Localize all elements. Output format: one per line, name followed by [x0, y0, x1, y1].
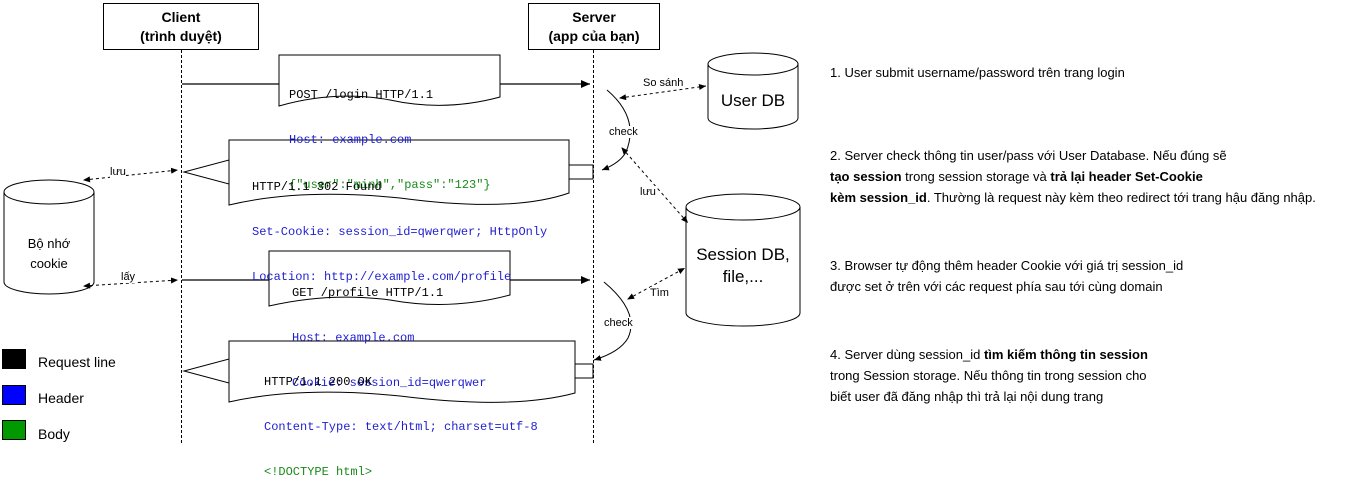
check-label-1: check: [609, 126, 638, 138]
get-cookie-label: lấy: [121, 271, 136, 283]
client-title: Client: [161, 8, 201, 25]
save-cookie-connector: [83, 167, 179, 183]
check-curve-2: [593, 281, 632, 361]
legend-swatch-header: [2, 385, 26, 405]
step2-bold-session-id: kèm session_id: [830, 190, 927, 205]
step2-note: 2. Server check thông tin user/pass với …: [830, 145, 1316, 208]
step2-bold-create-session: tạo session: [830, 169, 902, 184]
user-db-cylinder: [707, 52, 799, 130]
cookie-store-label: Bộ nhớ cookie: [4, 234, 94, 274]
legend-swatch-body: [2, 420, 26, 440]
server-lifeline: [593, 50, 594, 443]
step2-line1: 2. Server check thông tin user/pass với …: [830, 148, 1227, 163]
redirect-location-header: Location: http://example.com/profile: [252, 270, 512, 284]
ok-status-line: HTTP/1.1 200 OK: [264, 375, 373, 389]
diagram-canvas: [3, 52, 801, 403]
login-request-line: POST /login HTTP/1.1: [289, 88, 434, 102]
redirect-response-document: [228, 139, 570, 206]
cookie-store-cylinder: [3, 179, 95, 295]
compare-connector: [619, 83, 707, 101]
step2-bold-set-cookie: trả lại header Set-Cookie: [1050, 169, 1203, 184]
step3-line1: 3. Browser tự động thêm header Cookie vớ…: [830, 258, 1184, 273]
client-subtitle: (trình duyệt): [140, 27, 222, 44]
login-request-header: Host: example.com: [289, 133, 412, 147]
step3-note: 3. Browser tự động thêm header Cookie vớ…: [830, 255, 1183, 297]
client-lifeline: [181, 50, 182, 443]
server-subtitle: (app của bạn): [548, 27, 640, 44]
server-title: Server: [572, 8, 616, 25]
step4-bold-find-session: tìm kiếm thông tin session: [983, 347, 1148, 362]
session-db-cylinder: [685, 193, 801, 327]
redirect-response-text: HTTP/1.1 302 Found Set-Cookie: session_i…: [252, 150, 547, 300]
step4-line3: biết user đã đăng nhập thì trả lại nội d…: [830, 389, 1104, 404]
cookie-store-label-line1: Bộ nhớ: [27, 236, 71, 251]
session-db-label-line1: Session DB,: [696, 245, 790, 264]
legend-swatch-request-line: [2, 349, 26, 369]
ok-content-type-header: Content-Type: text/html; charset=utf-8: [264, 420, 538, 434]
redirect-set-cookie-header: Set-Cookie: session_id=qwerqwer; HttpOnl…: [252, 225, 548, 239]
save-session-connector: [621, 147, 689, 224]
check-label-2: check: [604, 317, 633, 329]
cookie-store-label-line2: cookie: [30, 256, 68, 271]
step2-line2-plain: trong session storage và: [901, 169, 1051, 184]
legend-label-header: Header: [38, 390, 84, 406]
profile-cookie-header: Cookie: session_id=qwerqwer: [292, 376, 487, 390]
step1-text: 1. User submit username/password trên tr…: [830, 65, 1125, 80]
server-actor: Server (app của bạn): [528, 3, 660, 50]
save-session-label: lưu: [640, 186, 656, 198]
legend-label-request-line: Request line: [38, 354, 116, 370]
step2-line2: tạo session trong session storage và trả…: [830, 166, 1316, 187]
profile-host-header: Host: example.com: [292, 331, 415, 345]
find-label: Tìm: [650, 287, 669, 299]
step3-line2: được set ở trên với các request phía sau…: [830, 279, 1163, 294]
login-request-text: POST /login HTTP/1.1 Host: example.com {…: [289, 58, 491, 208]
find-connector: [627, 267, 686, 300]
step4-note: 4. Server dùng session_id tìm kiếm thông…: [830, 344, 1148, 407]
profile-request-line: GET /profile HTTP/1.1: [292, 286, 444, 300]
ok-response-body: <!DOCTYPE html>: [264, 465, 373, 479]
step4-line1-plain: 4. Server dùng session_id: [830, 347, 984, 362]
get-cookie-connector: [83, 277, 179, 289]
step4-line2: trong Session storage. Nếu thông tin tro…: [830, 368, 1147, 383]
ok-response-text: HTTP/1.1 200 OK Content-Type: text/html;…: [264, 345, 538, 495]
profile-request-text: GET /profile HTTP/1.1 Host: example.com …: [292, 256, 486, 406]
legend-label-body: Body: [38, 426, 70, 442]
compare-label: So sánh: [642, 77, 685, 89]
profile-request-document: [268, 250, 511, 307]
login-request-body: {"user":"minh","pass":"123"}: [289, 178, 491, 192]
session-db-label-line2: file,...: [722, 267, 764, 286]
login-request-document: [278, 54, 501, 107]
step2-line3: kèm session_id. Thường là request này kè…: [830, 187, 1316, 208]
step2-line3-plain: . Thường là request này kèm theo redirec…: [926, 190, 1316, 205]
client-actor: Client (trình duyệt): [103, 3, 259, 50]
step4-line1: 4. Server dùng session_id tìm kiếm thông…: [830, 344, 1148, 365]
step1-note: 1. User submit username/password trên tr…: [830, 62, 1125, 83]
ok-response-document: [228, 340, 576, 403]
user-db-label: User DB: [720, 91, 786, 110]
session-db-label: Session DB, file,...: [686, 244, 800, 288]
save-cookie-label: lưu: [110, 166, 126, 178]
redirect-status-line: HTTP/1.1 302 Found: [252, 180, 382, 194]
